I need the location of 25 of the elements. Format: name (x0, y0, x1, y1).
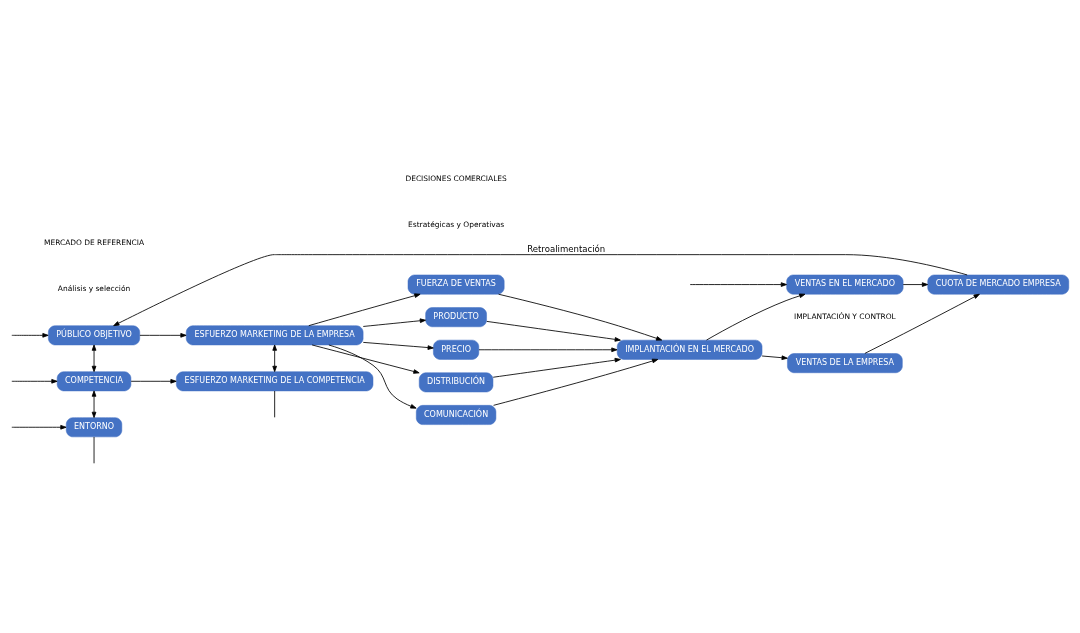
arrow (706, 293, 806, 341)
arrow (311, 344, 420, 374)
arrow (328, 344, 417, 409)
arrow (91, 344, 97, 373)
arrow (498, 293, 663, 341)
arrow (362, 341, 434, 350)
arrow (761, 355, 788, 360)
arrow (11, 424, 67, 430)
arrow (11, 333, 49, 338)
arrow (272, 344, 277, 373)
arrow (689, 282, 787, 287)
arrow (130, 379, 177, 384)
arrow (91, 390, 97, 418)
connector (274, 390, 276, 418)
arrow (493, 358, 659, 406)
arrow (492, 357, 621, 378)
arrow (308, 293, 421, 327)
edge-label: Retroalimentación (527, 243, 606, 254)
arrow (478, 347, 618, 353)
arrow (486, 320, 621, 342)
arrow (139, 333, 187, 338)
arrow (902, 282, 929, 287)
arrow (864, 293, 980, 354)
arrow (362, 318, 426, 327)
arrow (11, 379, 58, 384)
